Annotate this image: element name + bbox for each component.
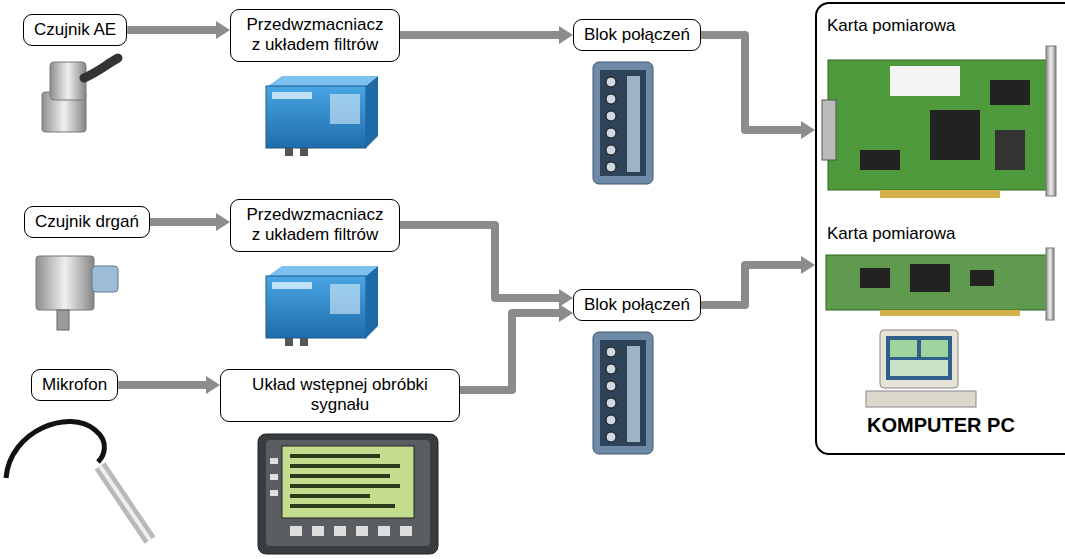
process-box: Przedwzmacniacz z układem filtrów (230, 199, 400, 252)
microphone (6, 421, 150, 540)
preamplifier (266, 266, 378, 346)
computer-panel: Karta pomiarowaKarta pomiarowaKOMPUTER P… (815, 2, 1065, 455)
process-box: Mikrofon (31, 369, 118, 401)
box-label: Przedwzmacniacz z układem filtrów (241, 15, 389, 56)
vibration-sensor (36, 256, 118, 330)
arrow-connector (701, 265, 801, 305)
panel-heading: KOMPUTER PC (817, 413, 1065, 437)
panel-heading: Karta pomiarowa (817, 224, 1065, 244)
box-label: Układ wstępnej obróbki sygnału (231, 375, 449, 416)
arrow-connector (460, 313, 559, 390)
process-box: Blok połączeń (573, 19, 701, 51)
process-box: Blok połączeń (573, 289, 701, 321)
pc-computer (866, 330, 976, 407)
box-label: Mikrofon (42, 375, 107, 395)
ae-sensor (42, 58, 118, 132)
measurement-card (822, 46, 1056, 198)
arrow-connector (127, 26, 216, 34)
panel-heading: Karta pomiarowa (817, 16, 1065, 36)
process-box: Układ wstępnej obróbki sygnału (220, 369, 460, 422)
box-label: Przedwzmacniacz z układem filtrów (241, 205, 389, 246)
box-label: Blok połączeń (584, 295, 690, 315)
process-box: Czujnik drgań (24, 206, 150, 238)
arrow-connector (701, 35, 801, 130)
arrow-connector (118, 381, 206, 389)
connector-block (593, 332, 653, 454)
connector-block (593, 62, 653, 184)
box-label: Blok połączeń (584, 25, 690, 45)
arrow-connector (400, 31, 559, 39)
measurement-card (826, 248, 1054, 320)
box-label: Czujnik drgań (35, 212, 139, 232)
signal-conditioner (258, 434, 438, 554)
process-box: Czujnik AE (23, 14, 127, 46)
box-label: Czujnik AE (34, 20, 116, 40)
arrow-connector (400, 225, 559, 298)
arrow-connector (150, 218, 216, 226)
process-box: Przedwzmacniacz z układem filtrów (230, 9, 400, 62)
preamplifier (266, 76, 378, 156)
